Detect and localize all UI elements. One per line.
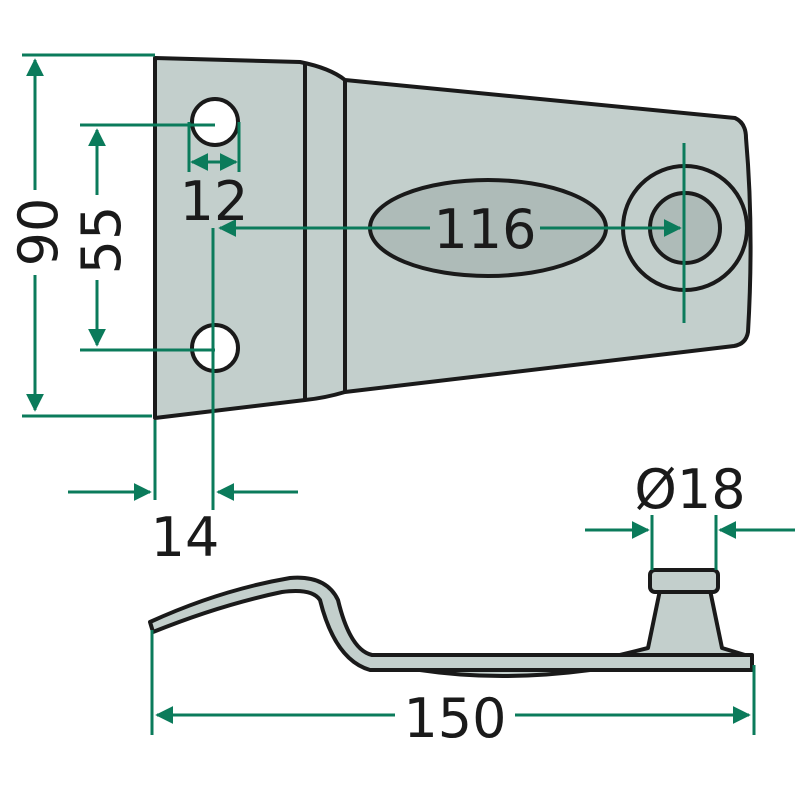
side-view-part <box>148 568 754 678</box>
dim-label-116: 116 <box>433 198 536 261</box>
dim-label-150: 150 <box>403 687 506 750</box>
dim-label-14: 14 <box>151 506 220 569</box>
mounting-hole-bottom <box>190 323 240 373</box>
dim-label-12: 12 <box>180 170 249 233</box>
dimension-lines <box>22 53 795 735</box>
mounting-hole-top <box>190 97 240 147</box>
dim-label-55: 55 <box>70 206 133 275</box>
dim-label-pin-diameter: Ø18 <box>634 458 745 521</box>
dim-label-90: 90 <box>7 198 70 267</box>
